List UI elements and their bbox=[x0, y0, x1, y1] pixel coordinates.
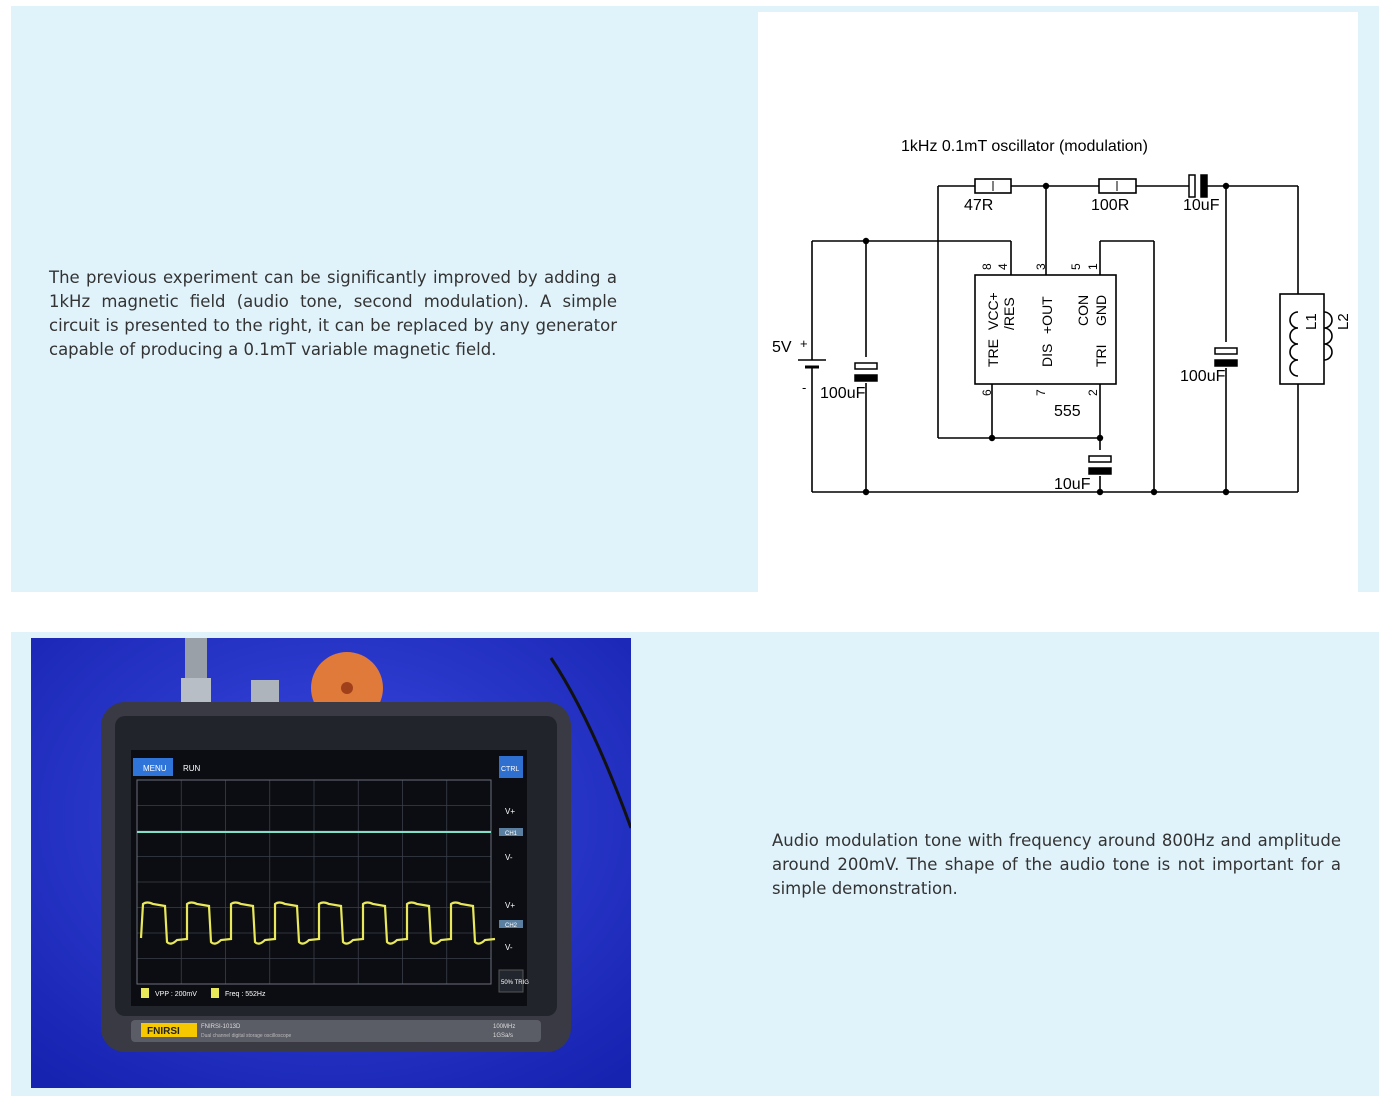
photo-v-minus-1: V- bbox=[505, 853, 513, 862]
photo-run: RUN bbox=[183, 764, 201, 773]
supply-label: 5V bbox=[772, 339, 792, 356]
top-section: The previous experiment can be significa… bbox=[11, 6, 1379, 592]
oscillator-schematic: 1kHz 0.1mT oscillator (modulation) 47R 1… bbox=[758, 12, 1358, 592]
photo-v-minus-2: V- bbox=[505, 943, 513, 952]
coil-l1-label: L1 bbox=[1303, 313, 1320, 330]
pin7-label: 7 bbox=[1034, 389, 1048, 396]
photo-brand: FNIRSI bbox=[147, 1026, 180, 1037]
bottom-section: MENU RUN CTRL V+ V- V+ V- CH1 CH2 5 bbox=[11, 632, 1379, 1096]
chip-res: /RES bbox=[1001, 297, 1017, 330]
chip-dis: DIS bbox=[1039, 344, 1055, 367]
coil-l2-label: L2 bbox=[1335, 313, 1352, 330]
c-right-label: 100uF bbox=[1180, 368, 1226, 385]
chip-vcc: VCC+ bbox=[985, 292, 1001, 330]
pin5-label: 5 bbox=[1069, 263, 1083, 270]
chip-gnd: GND bbox=[1093, 295, 1109, 326]
photo-model: FNIRSI-1013D bbox=[201, 1024, 241, 1030]
photo-trig: 50% TRIG bbox=[501, 980, 529, 986]
pin2-label: 2 bbox=[1086, 389, 1100, 396]
audio-tone-paragraph: Audio modulation tone with frequency aro… bbox=[772, 831, 1341, 898]
c-supply-label: 100uF bbox=[820, 385, 866, 402]
chip-label: 555 bbox=[1054, 403, 1081, 420]
photo-v-plus-2: V+ bbox=[505, 901, 515, 910]
pin1-label: 1 bbox=[1086, 263, 1100, 270]
photo-ch2: CH2 bbox=[505, 923, 518, 929]
chip-tre: TRE bbox=[985, 339, 1001, 367]
schematic-title: 1kHz 0.1mT oscillator (modulation) bbox=[901, 138, 1148, 155]
photo-freq: Freq : 552Hz bbox=[225, 991, 266, 998]
pin3-label: 3 bbox=[1034, 263, 1048, 270]
photo-ch1: CH1 bbox=[505, 831, 518, 837]
r1-label: 47R bbox=[964, 197, 993, 214]
photo-menu: MENU bbox=[143, 764, 167, 773]
photo-v-plus-1: V+ bbox=[505, 807, 515, 816]
photo-ctrl: CTRL bbox=[501, 766, 519, 773]
r2-label: 100R bbox=[1091, 197, 1129, 214]
photo-spec-1: 100MHz bbox=[493, 1024, 515, 1030]
pin8-label: 8 bbox=[980, 263, 994, 270]
pin4-label: 4 bbox=[996, 263, 1010, 270]
intro-paragraph: The previous experiment can be significa… bbox=[49, 268, 617, 359]
supply-minus: - bbox=[802, 380, 806, 395]
oscilloscope-photo: MENU RUN CTRL V+ V- V+ V- CH1 CH2 5 bbox=[31, 638, 631, 1088]
chip-out: +OUT bbox=[1039, 296, 1055, 334]
c-tri-label: 10uF bbox=[1054, 476, 1091, 493]
photo-model-desc: Dual channel digital storage oscilloscop… bbox=[201, 1033, 292, 1039]
c-out-label: 10uF bbox=[1183, 197, 1220, 214]
pin6-label: 6 bbox=[980, 389, 994, 396]
photo-vpp: VPP : 200mV bbox=[155, 991, 197, 998]
supply-plus: + bbox=[800, 336, 808, 351]
chip-tri: TRI bbox=[1093, 344, 1109, 367]
chip-con: CON bbox=[1075, 295, 1091, 326]
photo-spec-2: 1GSa/s bbox=[493, 1033, 513, 1039]
